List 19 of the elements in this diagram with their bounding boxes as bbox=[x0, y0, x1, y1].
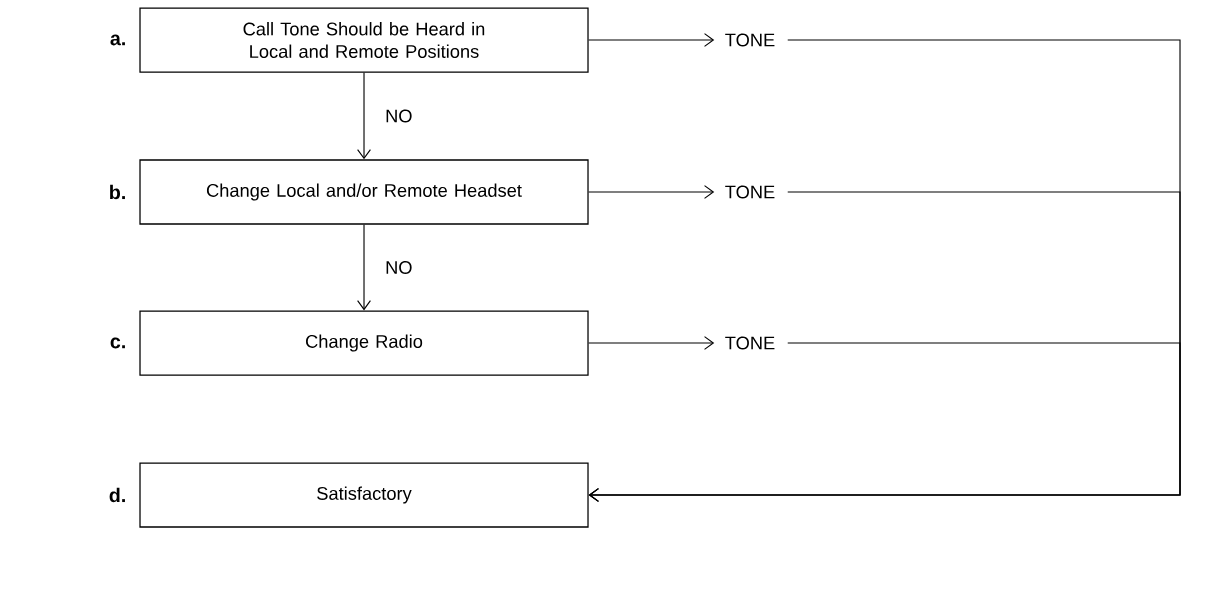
result-label: TONE bbox=[725, 185, 775, 199]
edge-label: NO bbox=[382, 258, 416, 277]
process-box: Call Tone Should be Heard in Local and Remote Positions bbox=[139, 7, 589, 73]
arrow bbox=[588, 33, 715, 47]
arrow bbox=[588, 342, 1181, 502]
result-label: TONE bbox=[725, 33, 775, 47]
step-letter: c. bbox=[110, 337, 125, 349]
arrow bbox=[588, 336, 715, 350]
step-letter: d. bbox=[109, 487, 125, 503]
arrow bbox=[588, 185, 715, 199]
process-box: Satisfactory bbox=[139, 462, 589, 528]
step-letter: a. bbox=[110, 34, 125, 46]
process-box: Change Radio bbox=[139, 310, 589, 376]
edge-label: NO bbox=[382, 106, 416, 126]
arrow bbox=[357, 72, 371, 160]
step-letter: b. bbox=[110, 184, 125, 200]
process-box: Change Local and/or Remote Headset bbox=[139, 159, 589, 225]
result-label: TONE bbox=[725, 336, 775, 350]
arrow bbox=[357, 224, 371, 311]
